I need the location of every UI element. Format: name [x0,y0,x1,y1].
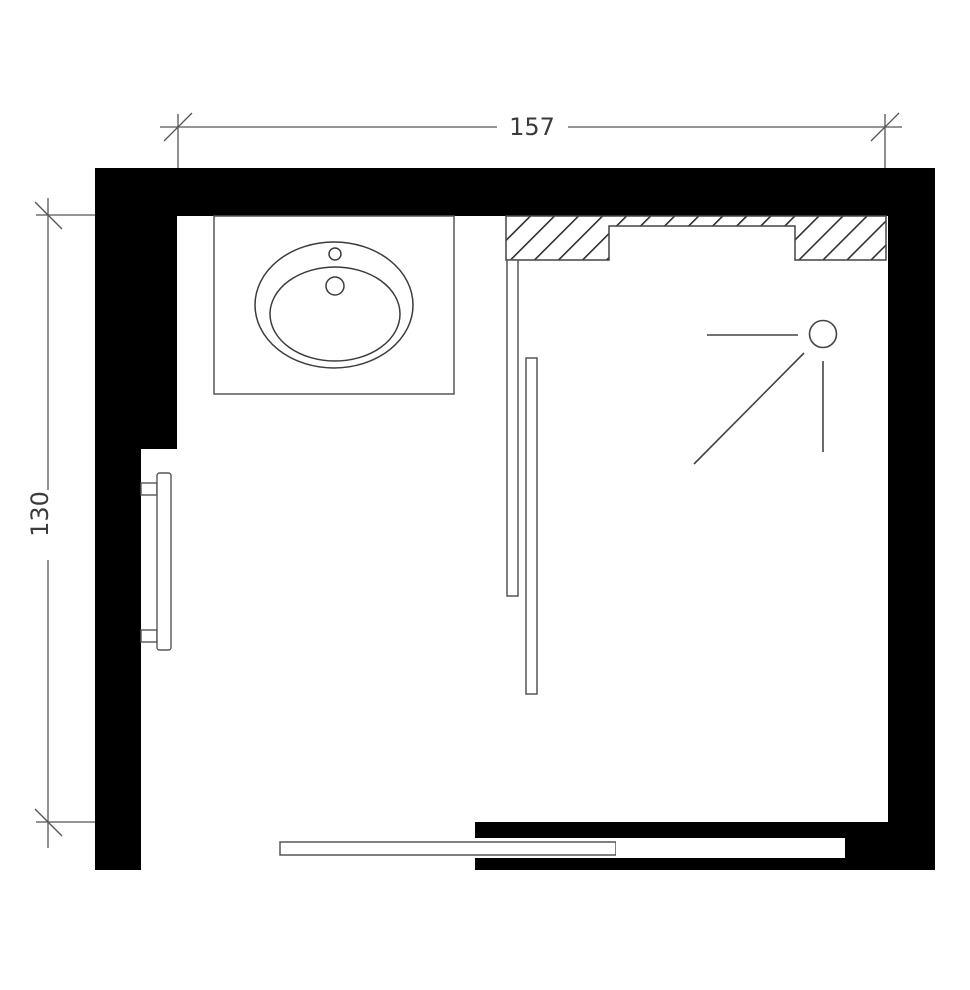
tick-mark-icon [870,112,900,142]
sliding-door [279,838,845,858]
left-wall-upper [95,168,177,449]
glass-panel-fixed [506,259,519,597]
door-panel [279,841,617,856]
basin-bowl [269,266,401,362]
top-wall [95,168,935,216]
right-wall [888,168,935,870]
shower-head-icon [808,319,838,349]
door-pocket [616,838,845,858]
vanity-sink [213,215,455,395]
height-dimension: 130 [26,198,96,848]
tap-hole-icon [328,247,342,261]
walls [95,168,935,870]
radiator-bracket-top [140,482,158,496]
tick-mark-icon [34,808,63,837]
radiator-bar [156,472,172,651]
shower-head [693,319,838,465]
spray-line-diagonal [693,352,805,465]
tick-mark-icon [163,112,193,142]
bottom-wall-inner [475,822,935,838]
shower-tray [505,215,887,261]
glass-panel-sliding [525,357,538,695]
left-wall-lower [95,448,141,870]
bottom-right-corner [845,822,935,870]
glass-partition [506,259,538,695]
radiator-bracket-bottom [140,629,158,643]
tick-mark-icon [34,201,63,230]
width-label: 157 [509,113,555,141]
drain-icon [325,276,345,296]
height-label: 130 [26,491,54,537]
width-dimension: 157 [160,112,902,170]
towel-radiator [140,472,172,651]
bottom-wall-outer [475,858,935,870]
hatched-tray-edge [505,215,887,261]
